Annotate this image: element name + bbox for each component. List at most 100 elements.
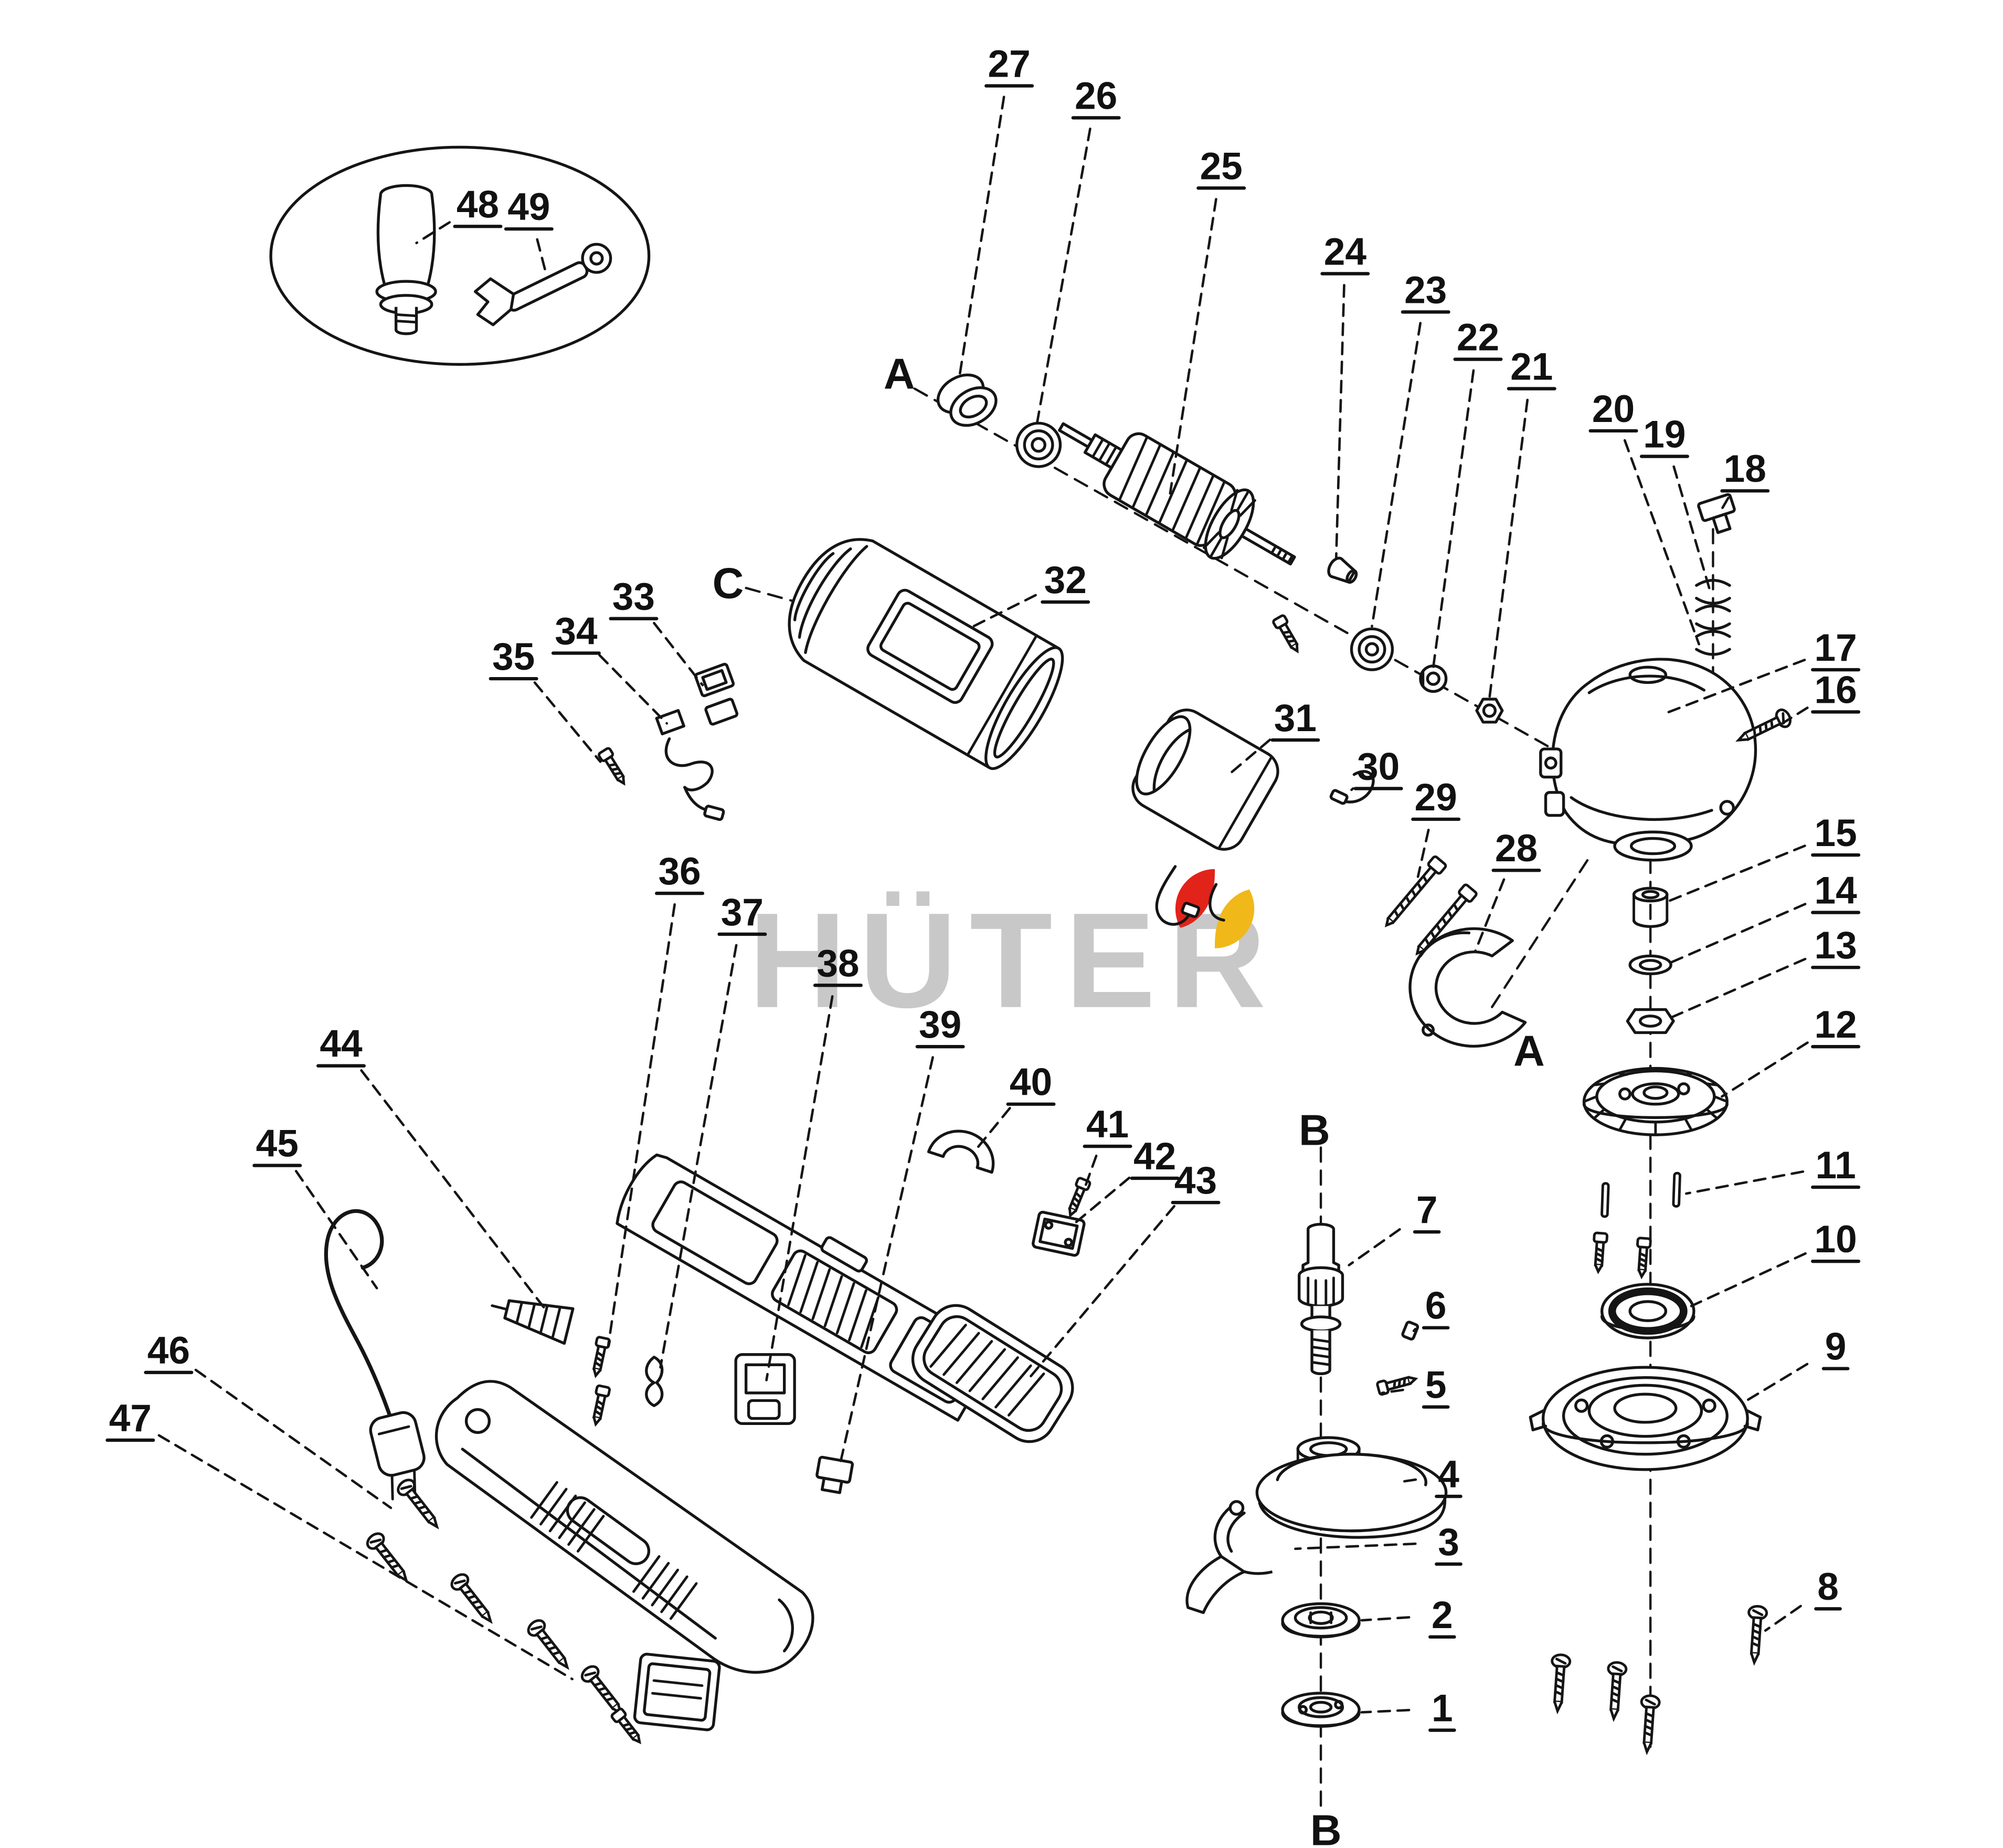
part-48-side-handle — [375, 184, 437, 335]
section-letter-b-3: B — [1299, 1106, 1330, 1155]
part-4-wheel-guard — [1255, 1436, 1448, 1539]
part-34-carbon-brush — [655, 709, 725, 821]
part-14-washer — [1628, 954, 1672, 976]
callout-43: 43 — [1174, 1159, 1217, 1202]
leader-line-35 — [533, 681, 602, 763]
callout-40: 40 — [1010, 1061, 1052, 1104]
part-rear-handle-housing — [434, 1380, 814, 1674]
leader-line-28 — [1474, 878, 1506, 952]
callout-31: 31 — [1274, 697, 1317, 740]
callout-3: 3 — [1438, 1521, 1459, 1564]
callout-28: 28 — [1495, 827, 1538, 870]
part-42-plate — [1032, 1210, 1086, 1257]
leader-line-15 — [1665, 844, 1806, 904]
leader-line-34 — [598, 653, 669, 725]
callout-21: 21 — [1510, 345, 1553, 388]
leader-line-10 — [1690, 1252, 1807, 1307]
leader-line-38 — [765, 995, 834, 1381]
callout-47: 47 — [109, 1397, 152, 1440]
leader-line-47 — [157, 1434, 574, 1681]
part-37-grommet — [645, 1356, 664, 1407]
callout-24: 24 — [1324, 230, 1367, 273]
part-18-switch-knob — [1697, 493, 1736, 534]
callout-12: 12 — [1814, 1004, 1857, 1046]
callout-2: 2 — [1432, 1594, 1453, 1636]
leader-line-13 — [1665, 957, 1807, 1021]
leader-line-27 — [958, 96, 1005, 378]
part-17-gear-housing — [1539, 658, 1757, 862]
part-32-motor-housing — [788, 538, 1064, 770]
part-43-housing-half — [911, 1304, 1074, 1443]
part-baffle-chassis — [616, 1153, 1000, 1422]
leader-line-6 — [1412, 1327, 1417, 1332]
part-armature-screw — [1273, 615, 1303, 654]
part-19-20-spring — [1695, 579, 1731, 656]
part-26-bearing — [1015, 421, 1062, 468]
leader-line-16 — [1777, 706, 1809, 727]
callout-32: 32 — [1044, 559, 1087, 601]
leader-line-9 — [1741, 1363, 1809, 1405]
callout-48: 48 — [457, 183, 499, 226]
callout-36: 36 — [658, 850, 701, 893]
callout-26: 26 — [1075, 75, 1117, 117]
leader-line-22 — [1432, 369, 1475, 669]
callout-15: 15 — [1814, 812, 1857, 854]
part-38-switch — [734, 1353, 796, 1425]
callout-20: 20 — [1592, 388, 1635, 430]
part-23-bearing — [1350, 627, 1394, 671]
callout-38: 38 — [817, 942, 859, 985]
callout-41: 41 — [1086, 1103, 1129, 1146]
part-33-brush-holder — [694, 662, 739, 726]
leader-line-46 — [194, 1368, 393, 1509]
leader-line-29 — [1416, 828, 1430, 878]
callout-18: 18 — [1724, 448, 1766, 490]
callout-11: 11 — [1816, 1144, 1856, 1187]
part-31-stator — [1131, 709, 1279, 926]
section-letter-c-1: C — [713, 559, 744, 608]
part-15-sleeve — [1632, 886, 1669, 928]
leader-line-14 — [1667, 903, 1807, 965]
callout-35: 35 — [492, 636, 535, 678]
leader-line-39 — [839, 1056, 934, 1463]
callout-4: 4 — [1438, 1453, 1459, 1496]
part-35-screw — [598, 747, 629, 787]
part-39-connector — [815, 1455, 854, 1494]
tools-callout-bubble — [269, 145, 651, 366]
callout-annotations: 1234567891011121314151617181920212223242… — [105, 43, 1861, 1848]
part-36-screws — [589, 1337, 610, 1425]
callout-7: 7 — [1416, 1189, 1438, 1231]
leader-line-33 — [653, 621, 704, 687]
leader-line-7 — [1348, 1228, 1401, 1266]
leader-line-20 — [1623, 439, 1700, 646]
callout-37: 37 — [721, 891, 764, 934]
leader-line-18 — [1721, 497, 1730, 510]
callout-8: 8 — [1817, 1566, 1839, 1608]
part-10-bearing — [1600, 1283, 1695, 1339]
part-1-clamp-nut — [1281, 1692, 1361, 1728]
axis-cover-a — [1491, 852, 1593, 1008]
callout-39: 39 — [919, 1004, 961, 1046]
part-45-power-cord — [324, 1209, 426, 1501]
callout-1: 1 — [1432, 1687, 1453, 1730]
callout-13: 13 — [1814, 924, 1857, 967]
leader-line-37 — [659, 944, 738, 1369]
leader-line-44 — [360, 1069, 548, 1313]
leader-line-30 — [1350, 787, 1354, 791]
leader-line-3 — [1294, 1543, 1417, 1550]
leader-line-2 — [1360, 1616, 1411, 1622]
leader-line-23 — [1371, 322, 1422, 628]
part-28-cover-plate — [1408, 927, 1527, 1048]
section-letter-a-0: A — [884, 350, 915, 398]
leader-line-19 — [1672, 465, 1711, 589]
part-22-washer — [1419, 664, 1448, 693]
callout-10: 10 — [1814, 1218, 1857, 1261]
leader-line-36 — [607, 903, 676, 1348]
part-latch-plate — [633, 1653, 721, 1731]
logo-yellow-swirl — [1215, 889, 1255, 948]
part-13-nut — [1626, 1008, 1675, 1034]
callout-16: 16 — [1814, 669, 1857, 711]
leader-line-17 — [1665, 659, 1806, 715]
part-6-key — [1401, 1321, 1419, 1341]
leader-line-1 — [1360, 1708, 1411, 1714]
